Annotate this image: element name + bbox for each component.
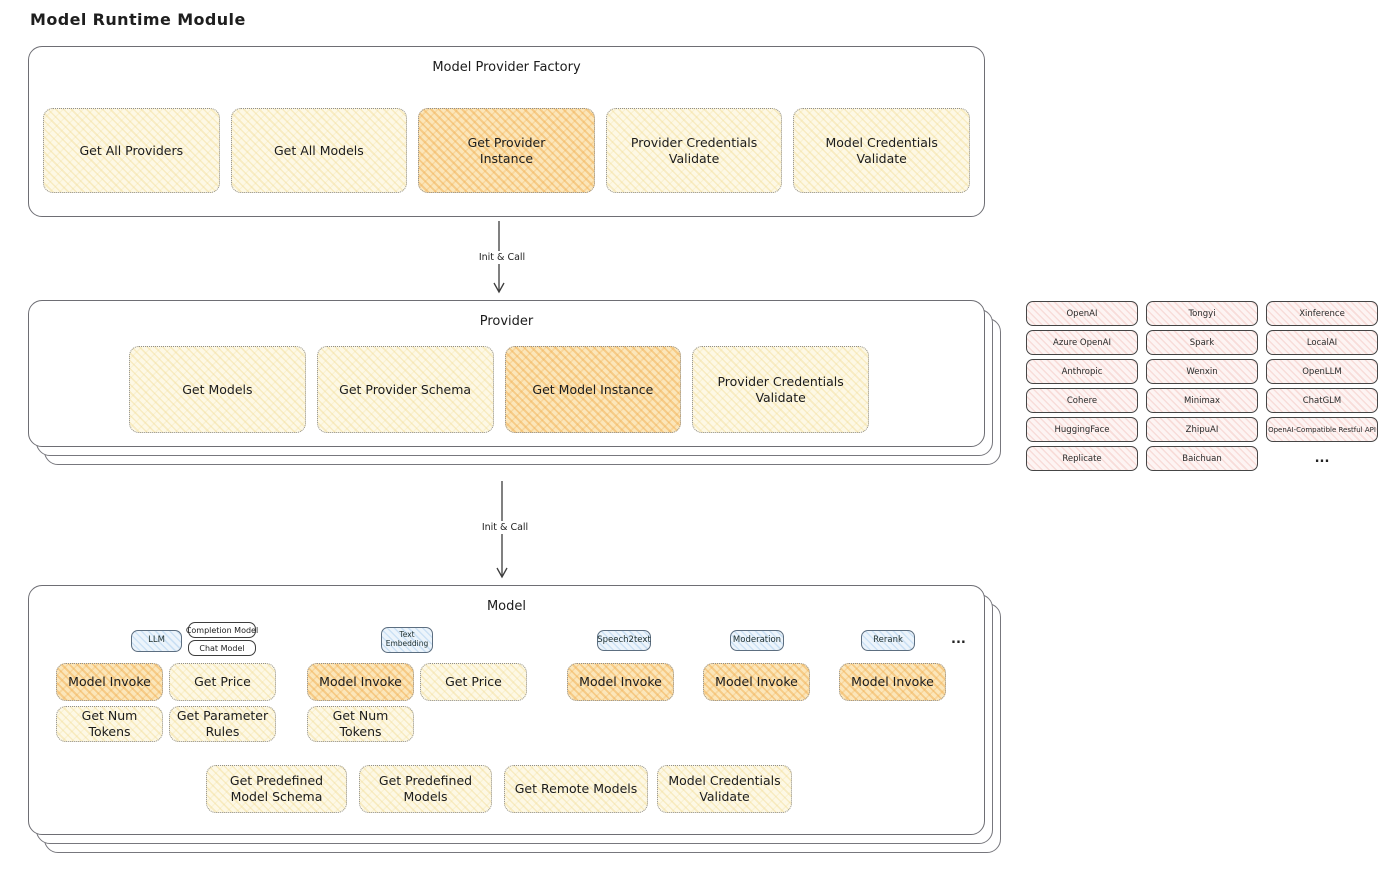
chip-spark[interactable]: Spark bbox=[1146, 330, 1258, 355]
chip-cohere[interactable]: Cohere bbox=[1026, 388, 1138, 413]
node-model-credentials-validate-2[interactable]: Model Credentials Validate bbox=[657, 765, 792, 813]
provider-list-more: ... bbox=[1314, 451, 1330, 466]
node-llm-get-price[interactable]: Get Price bbox=[169, 663, 276, 701]
node-get-all-providers[interactable]: Get All Providers bbox=[43, 108, 220, 193]
page-title: Model Runtime Module bbox=[30, 10, 246, 29]
chip-replicate[interactable]: Replicate bbox=[1026, 446, 1138, 471]
chip-azure-openai[interactable]: Azure OpenAI bbox=[1026, 330, 1138, 355]
model-tabs-more: ... bbox=[951, 632, 966, 647]
node-get-predefined-models[interactable]: Get Predefined Models bbox=[359, 765, 492, 813]
node-llm-get-parameter-rules[interactable]: Get Parameter Rules bbox=[169, 706, 276, 742]
chip-zhipuai[interactable]: ZhipuAI bbox=[1146, 417, 1258, 442]
tab-rerank[interactable]: Rerank bbox=[861, 630, 915, 651]
node-get-provider-schema[interactable]: Get Provider Schema bbox=[316, 346, 494, 433]
node-model-credentials-validate[interactable]: Model Credentials Validate bbox=[793, 108, 970, 193]
factory-button-row: Get All Providers Get All Models Get Pro… bbox=[43, 108, 970, 193]
chip-localai[interactable]: LocalAI bbox=[1266, 330, 1378, 355]
node-get-all-models[interactable]: Get All Models bbox=[230, 108, 408, 193]
factory-sheet: Model Provider Factory Get All Providers… bbox=[28, 46, 985, 217]
model-sheet: Model LLM Completion Model Chat Model Te… bbox=[28, 585, 985, 835]
tab-chat-model[interactable]: Chat Model bbox=[188, 640, 256, 656]
chip-baichuan[interactable]: Baichuan bbox=[1146, 446, 1258, 471]
node-llm-model-invoke[interactable]: Model Invoke bbox=[56, 663, 163, 701]
model-title: Model bbox=[486, 599, 527, 614]
tab-moderation[interactable]: Moderation bbox=[730, 630, 784, 651]
chip-huggingface[interactable]: HuggingFace bbox=[1026, 417, 1138, 442]
chip-xinference[interactable]: Xinference bbox=[1266, 301, 1378, 326]
arrow-label-init-call-1: Init & Call bbox=[462, 251, 542, 264]
arrow-label-init-call-2: Init & Call bbox=[465, 521, 545, 534]
node-llm-get-num-tokens[interactable]: Get Num Tokens bbox=[56, 706, 163, 742]
node-get-models[interactable]: Get Models bbox=[129, 346, 306, 433]
provider-sheet: Provider Get Models Get Provider Schema … bbox=[28, 300, 985, 447]
chip-minimax[interactable]: Minimax bbox=[1146, 388, 1258, 413]
tab-speech2text[interactable]: Speech2text bbox=[597, 630, 651, 651]
node-provider-credentials-validate[interactable]: Provider Credentials Validate bbox=[605, 108, 783, 193]
chip-anthropic[interactable]: Anthropic bbox=[1026, 359, 1138, 384]
node-moderation-model-invoke[interactable]: Model Invoke bbox=[703, 663, 810, 701]
tab-completion-model[interactable]: Completion Model bbox=[186, 622, 258, 638]
chip-openai-compatible-restful-api[interactable]: OpenAI-Compatible Restful API bbox=[1266, 417, 1378, 442]
node-provider-credentials-validate-2[interactable]: Provider Credentials Validate bbox=[692, 346, 869, 433]
chip-tongyi[interactable]: Tongyi bbox=[1146, 301, 1258, 326]
factory-title: Model Provider Factory bbox=[432, 60, 581, 75]
chip-chatglm[interactable]: ChatGLM bbox=[1266, 388, 1378, 413]
node-embedding-get-price[interactable]: Get Price bbox=[420, 663, 527, 701]
provider-title: Provider bbox=[479, 314, 534, 329]
node-speech2text-model-invoke[interactable]: Model Invoke bbox=[567, 663, 674, 701]
node-rerank-model-invoke[interactable]: Model Invoke bbox=[839, 663, 946, 701]
node-get-remote-models[interactable]: Get Remote Models bbox=[504, 765, 648, 813]
node-get-provider-instance[interactable]: Get Provider Instance bbox=[418, 108, 595, 193]
node-embedding-model-invoke[interactable]: Model Invoke bbox=[307, 663, 414, 701]
provider-list-grid: OpenAI Azure OpenAI Anthropic Cohere Hug… bbox=[1026, 301, 1378, 471]
node-get-predefined-model-schema[interactable]: Get Predefined Model Schema bbox=[206, 765, 347, 813]
chip-wenxin[interactable]: Wenxin bbox=[1146, 359, 1258, 384]
chip-openai[interactable]: OpenAI bbox=[1026, 301, 1138, 326]
tab-llm[interactable]: LLM bbox=[131, 630, 182, 652]
chip-openllm[interactable]: OpenLLM bbox=[1266, 359, 1378, 384]
node-get-model-instance[interactable]: Get Model Instance bbox=[504, 346, 682, 433]
node-embedding-get-num-tokens[interactable]: Get Num Tokens bbox=[307, 706, 414, 742]
provider-button-row: Get Models Get Provider Schema Get Model… bbox=[129, 346, 869, 433]
tab-text-embedding[interactable]: Text Embedding bbox=[381, 627, 433, 653]
